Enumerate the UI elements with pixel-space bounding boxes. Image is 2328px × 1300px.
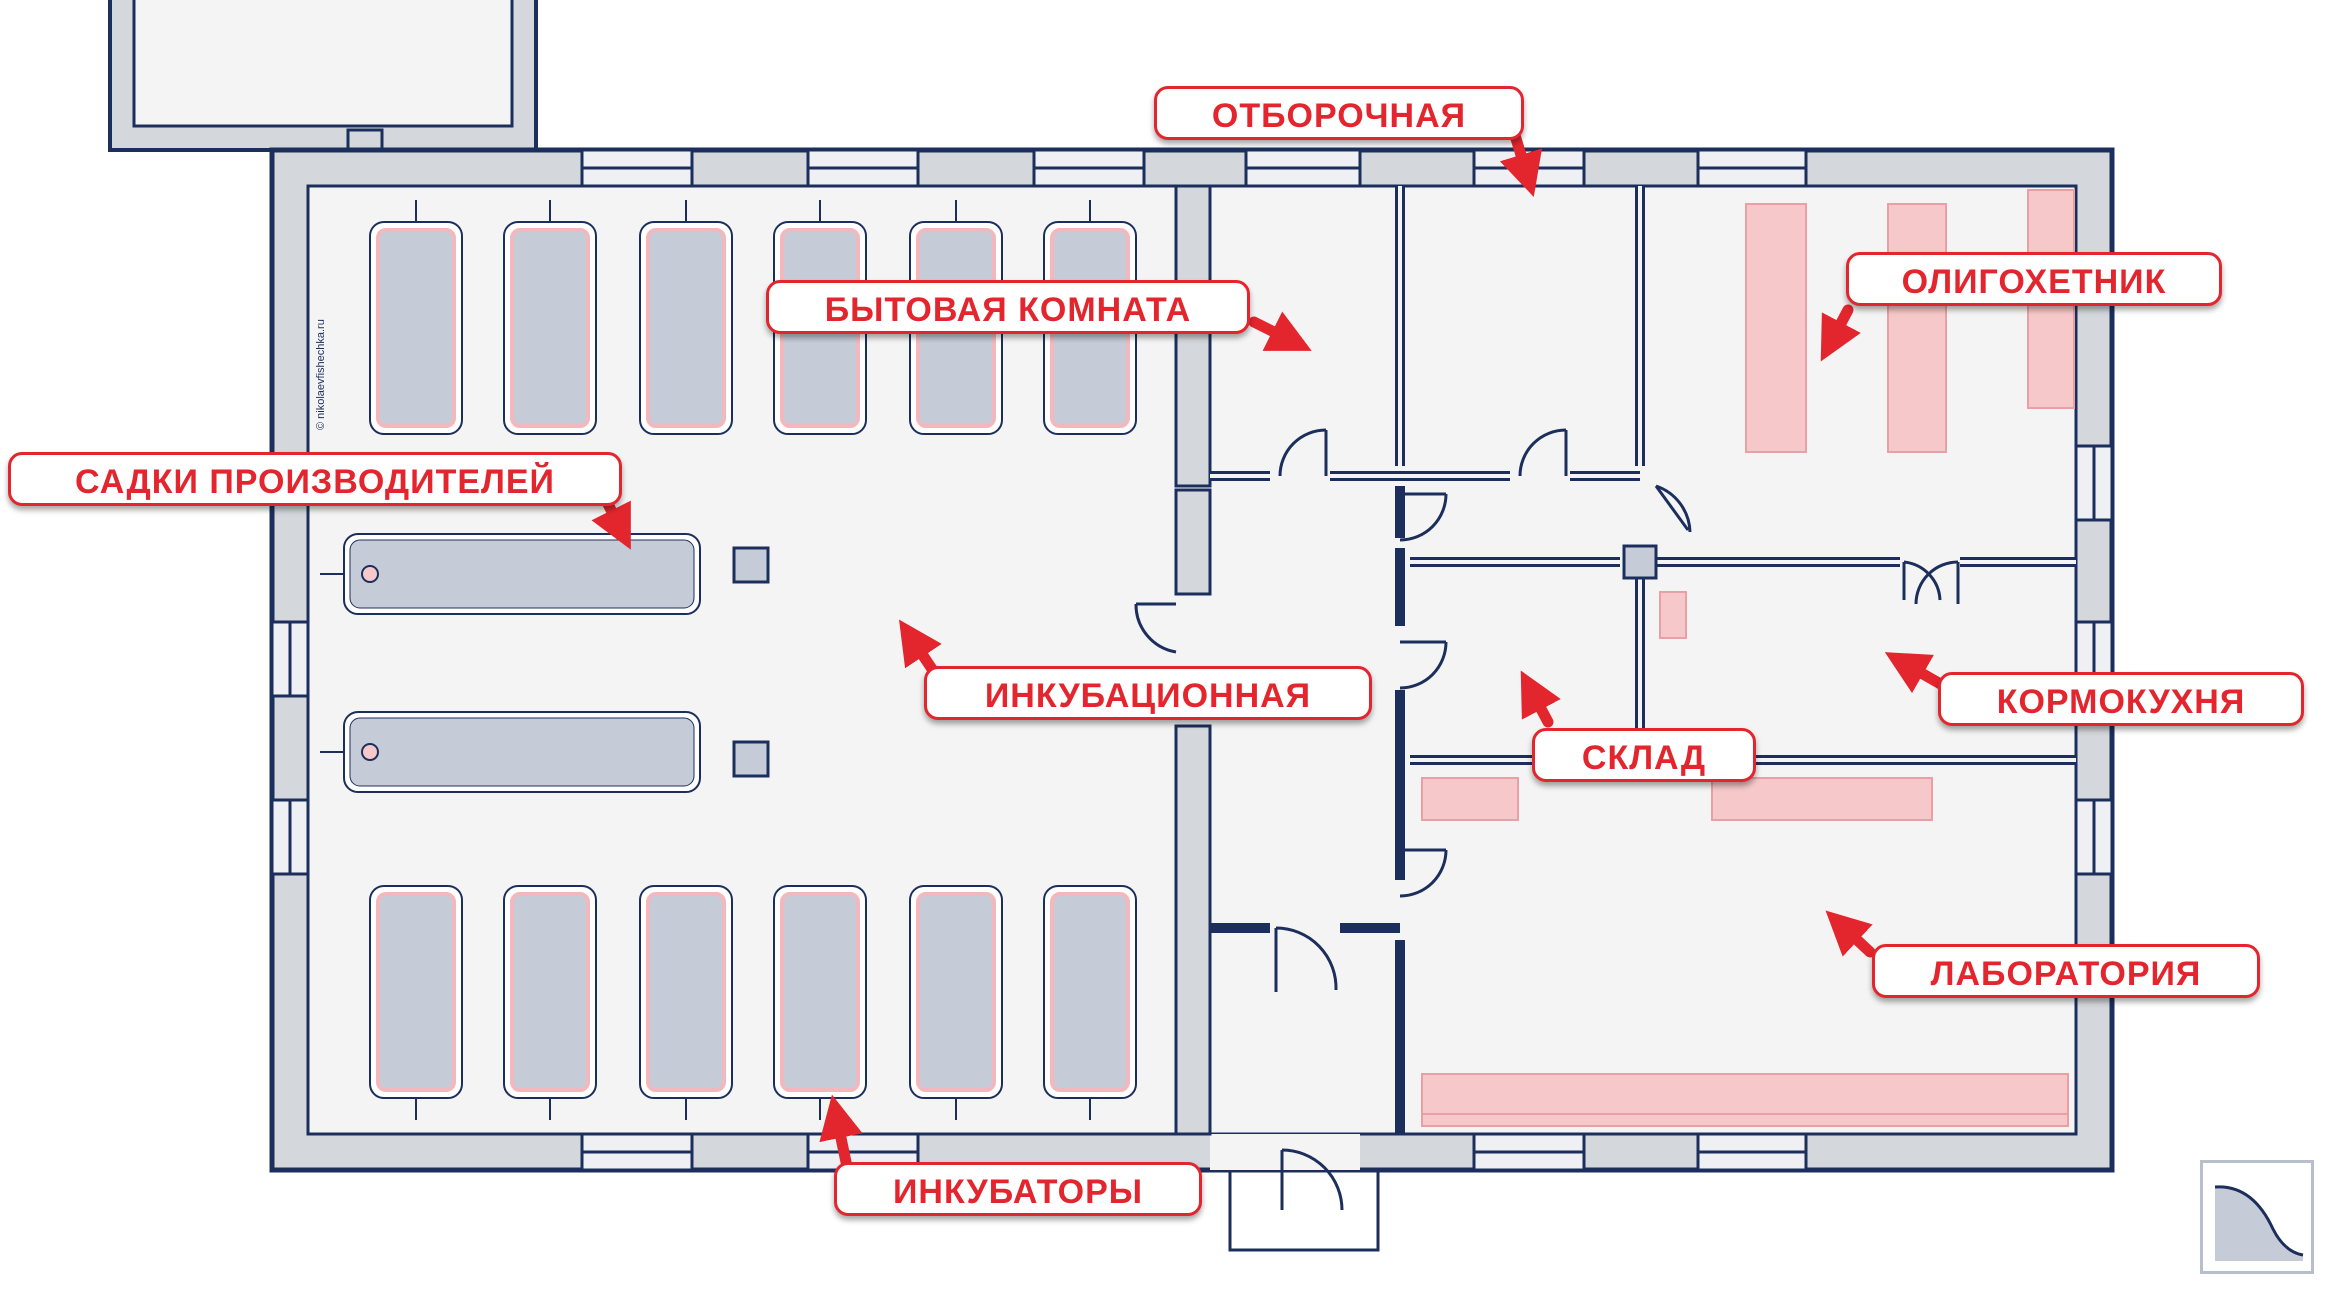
arrow-inkubacionnaya: [899, 619, 942, 678]
wall-copyright: © nikolaevfishechka.ru: [315, 319, 327, 430]
annex: [108, 0, 538, 176]
equipment: [1421, 189, 2075, 1127]
label-otborochnaya: ОТБОРОЧНАЯ: [1154, 86, 1524, 140]
arrow-bytovaya: [1248, 311, 1312, 351]
pointer-arrows: [591, 126, 1950, 1168]
label-sadki-proizvoditeley: САДКИ ПРОИЗВОДИТЕЛЕЙ: [8, 452, 622, 506]
arrow-kormokuhnya: [1884, 652, 1950, 694]
arrow-inkubatory: [819, 1094, 863, 1168]
arrow-laboratoriya: [1825, 910, 1876, 958]
wave-logo-icon: [2200, 1160, 2314, 1274]
label-kormokuhnya: КОРМОКУХНЯ: [1938, 672, 2304, 726]
label-inkubacionnaya: ИНКУБАЦИОННАЯ: [924, 666, 1372, 720]
column: [1622, 544, 1658, 580]
label-inkubatory: ИНКУБАТОРЫ: [834, 1162, 1202, 1216]
label-oligohetnik: ОЛИГОХЕТНИК: [1846, 252, 2222, 306]
label-sklad: СКЛАД: [1532, 728, 1756, 782]
label-laboratoriya: ЛАБОРАТОРИЯ: [1872, 944, 2260, 998]
entrance: [1210, 1134, 1380, 1252]
arrow-oligohetnik: [1820, 304, 1861, 362]
arrow-sklad: [1520, 670, 1561, 728]
doors: [1134, 428, 1960, 992]
interior-walls: [1174, 184, 1212, 1136]
breeder-tanks: [320, 533, 770, 793]
arrow-otborochnaya: [1499, 126, 1543, 197]
label-bytovaya-komnata: БЫТОВАЯ КОМНАТА: [766, 280, 1250, 334]
incubators-bottom: [369, 885, 1137, 1120]
